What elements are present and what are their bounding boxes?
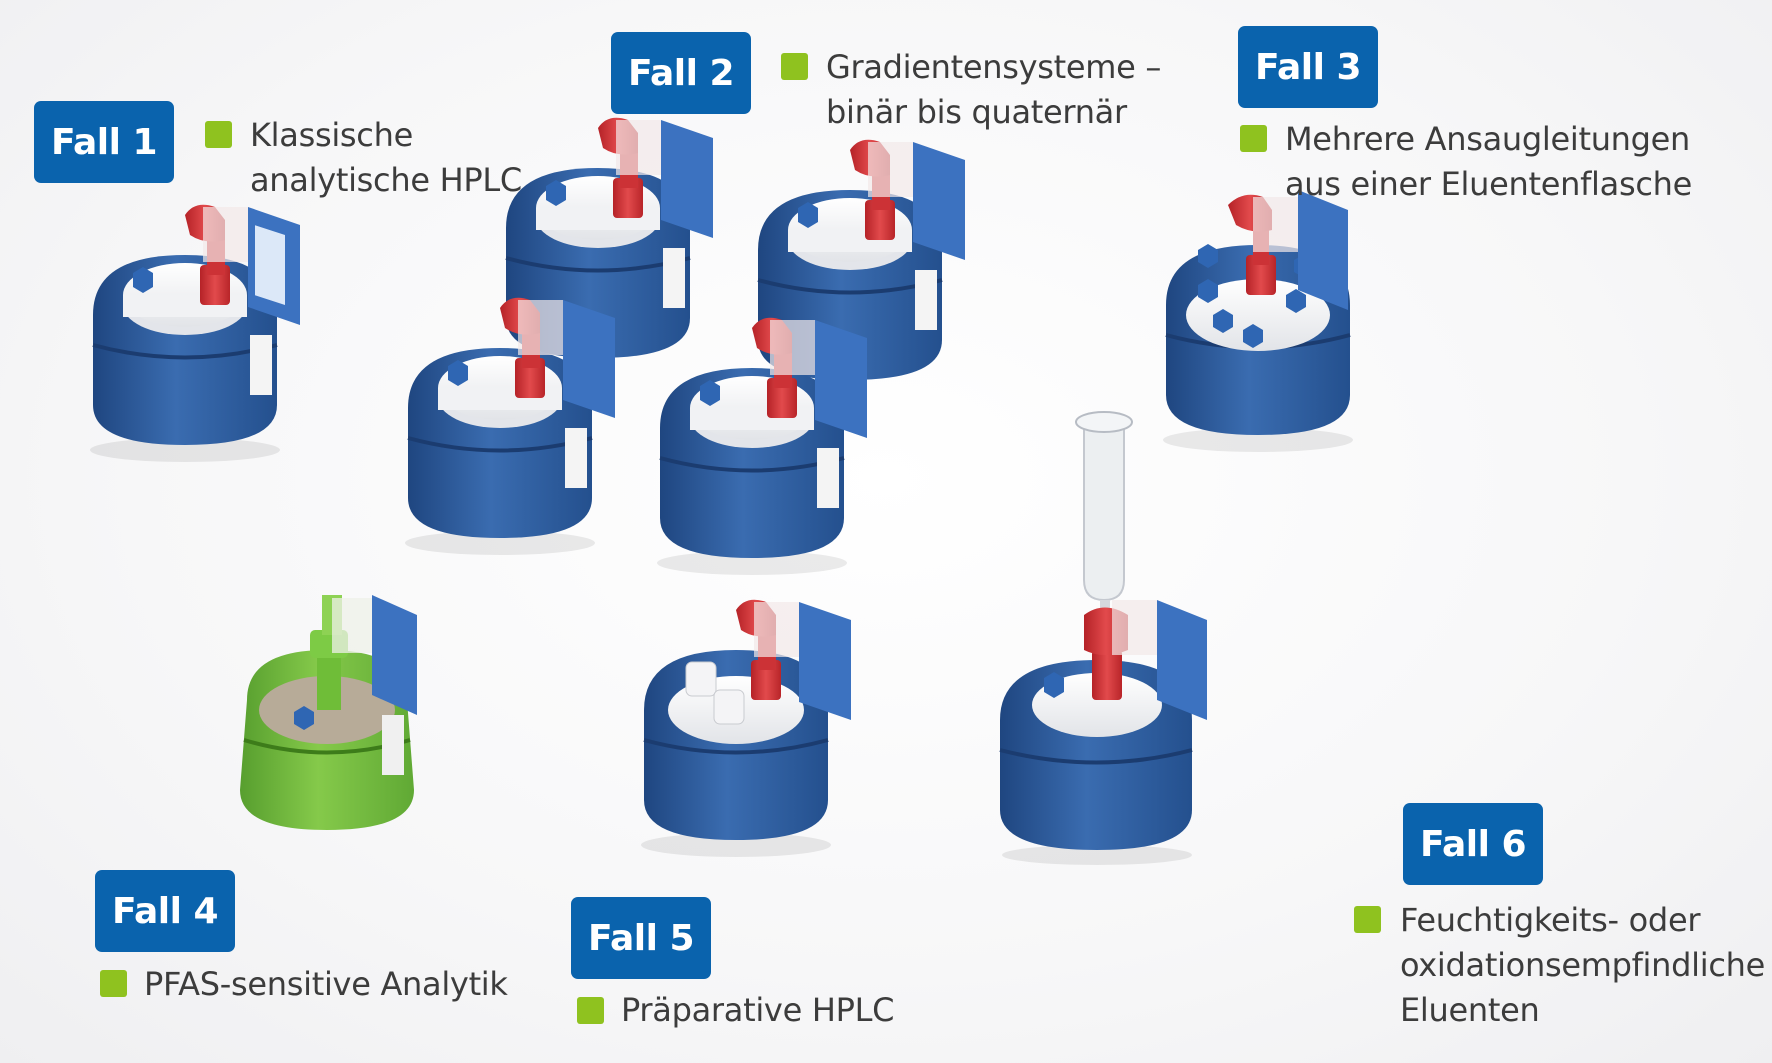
label-fall-2: Gradientensysteme – binär bis quaternär: [826, 45, 1161, 135]
label-fall-1-line-2: analytische HPLC: [250, 161, 522, 199]
cap-illustration-fall-1: [90, 204, 300, 462]
badge-fall-4: Fall 4: [95, 870, 235, 952]
cap-illustration-fall-3: [1163, 190, 1353, 452]
label-fall-2-line-2: binär bis quaternär: [826, 93, 1127, 131]
badge-fall-2: Fall 2: [611, 32, 751, 114]
label-fall-4: PFAS-sensitive Analytik: [144, 962, 508, 1007]
bullet-fall-4: [100, 970, 127, 997]
label-fall-3-line-2: aus einer Eluentenflasche: [1285, 165, 1692, 203]
label-fall-5-line-1: Präparative HPLC: [621, 991, 895, 1029]
badge-fall-5: Fall 5: [571, 897, 711, 979]
cap-illustration-fall-5: [641, 599, 851, 857]
label-fall-4-line-1: PFAS-sensitive Analytik: [144, 965, 508, 1003]
label-fall-3-line-1: Mehrere Ansaugleitungen: [1285, 120, 1691, 158]
bullet-fall-5: [577, 997, 604, 1024]
cap-illustration-fall-2d: [657, 317, 867, 575]
cap-illustration-fall-2b: [757, 139, 965, 380]
label-fall-6-line-1: Feuchtigkeits- oder: [1400, 901, 1701, 939]
cap-illustration-fall-4: [240, 595, 417, 830]
label-fall-1: Klassische analytische HPLC: [250, 113, 522, 203]
label-fall-2-line-1: Gradientensysteme –: [826, 48, 1162, 86]
badge-fall-6: Fall 6: [1403, 803, 1543, 885]
label-fall-6-line-3: Eluenten: [1400, 991, 1540, 1029]
cap-illustration-fall-2c: [405, 297, 615, 555]
label-fall-6: Feuchtigkeits- oder oxidationsempfindlic…: [1400, 898, 1765, 1033]
label-fall-5: Präparative HPLC: [621, 988, 894, 1033]
bullet-fall-1: [205, 121, 232, 148]
cap-illustration-fall-6: [999, 411, 1207, 865]
badge-fall-3: Fall 3: [1238, 26, 1378, 108]
bullet-fall-2: [781, 53, 808, 80]
badge-fall-1: Fall 1: [34, 101, 174, 183]
bullet-fall-6: [1354, 906, 1381, 933]
label-fall-1-line-1: Klassische: [250, 116, 413, 154]
bullet-fall-3: [1240, 125, 1267, 152]
label-fall-6-line-2: oxidationsempfindliche: [1400, 946, 1765, 984]
label-fall-3: Mehrere Ansaugleitungen aus einer Eluent…: [1285, 117, 1692, 207]
